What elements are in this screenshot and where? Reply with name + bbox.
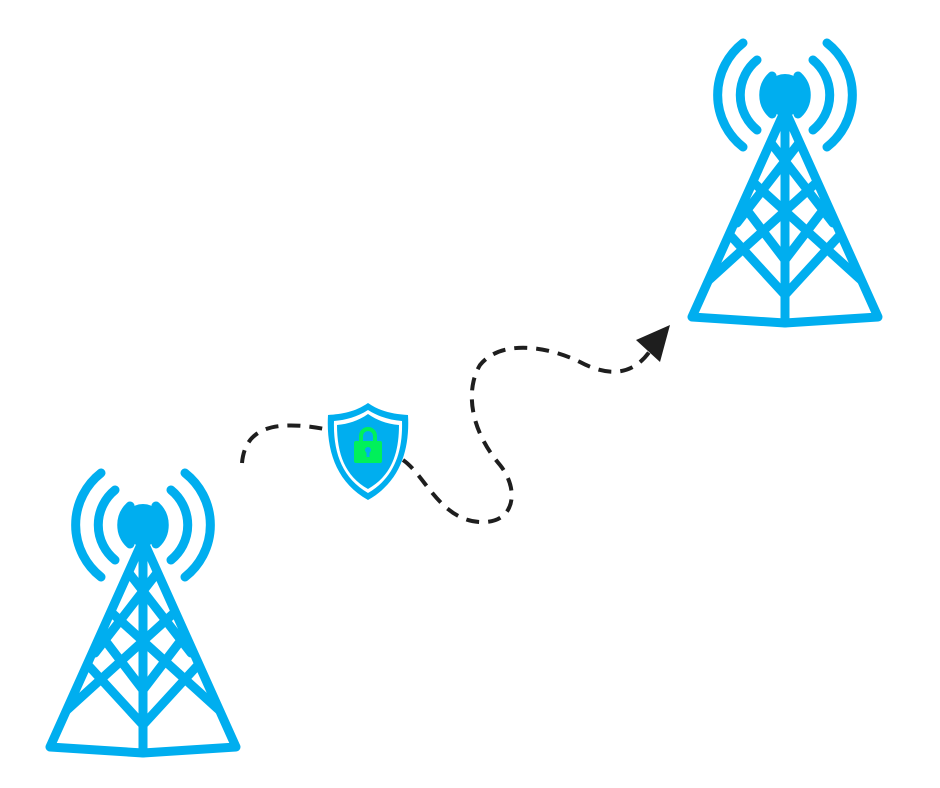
destination-cell-tower-icon [692, 43, 878, 323]
dashed-path-segment-1 [240, 423, 331, 464]
lock-icon [354, 427, 382, 463]
dashed-path-segment-2 [401, 345, 654, 525]
source-cell-tower-icon [50, 473, 236, 753]
arrowhead-icon [636, 325, 670, 362]
shield-lock-icon [327, 403, 409, 500]
